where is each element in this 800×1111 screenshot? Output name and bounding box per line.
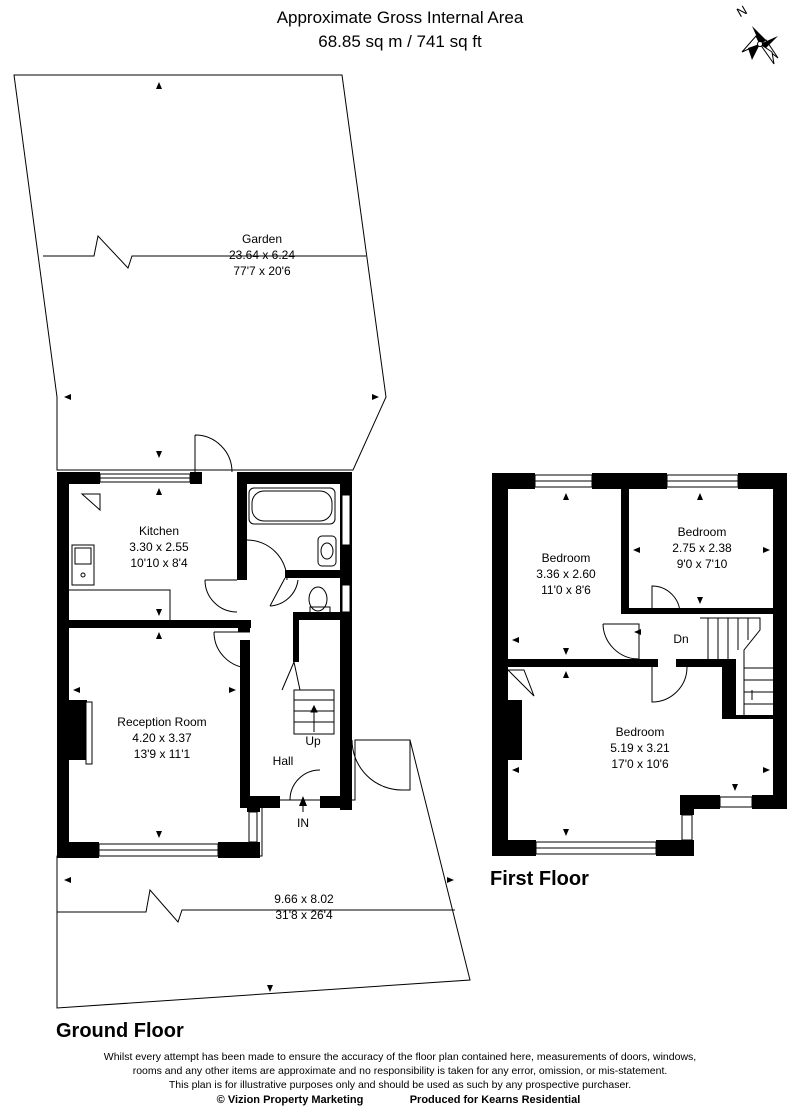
bedroom-main-name: Bedroom bbox=[616, 725, 665, 739]
first-floor-windows bbox=[534, 474, 753, 855]
front-garden-break-line bbox=[57, 888, 455, 923]
garden-rear-outline bbox=[13, 74, 387, 471]
bedroom-main-imperial: 17'0 x 10'6 bbox=[611, 757, 669, 771]
first-floor-title: First Floor bbox=[490, 868, 589, 890]
bathroom-fittings bbox=[248, 487, 337, 614]
bedroom-right-imperial: 9'0 x 7'10 bbox=[677, 557, 728, 571]
header-area: 68.85 sq m / 741 sq ft bbox=[318, 32, 482, 51]
bedroom-main-metric: 5.19 x 3.21 bbox=[610, 741, 670, 755]
credit-left: © Vizion Property Marketing bbox=[217, 1094, 364, 1106]
entrance-arrow-icon bbox=[299, 796, 307, 806]
reception-name: Reception Room bbox=[117, 715, 206, 729]
ground-floor-doors bbox=[80, 434, 411, 801]
disclaimer-line-2: rooms and any other items are approximat… bbox=[133, 1065, 668, 1077]
garden-front-metric: 9.66 x 8.02 bbox=[274, 892, 334, 906]
kitchen-fittings bbox=[69, 544, 171, 620]
ground-floor-windows bbox=[85, 473, 351, 857]
bedroom-right-name: Bedroom bbox=[678, 525, 727, 539]
bedroom-left-metric: 3.36 x 2.60 bbox=[536, 567, 596, 581]
compass-north-label: N bbox=[734, 2, 750, 20]
kitchen-metric: 3.30 x 2.55 bbox=[129, 540, 189, 554]
first-floor-walls bbox=[492, 473, 787, 856]
credit-right: Produced for Kearns Residential bbox=[410, 1094, 581, 1106]
hall-label: Hall bbox=[273, 754, 294, 768]
dimension-marker-icon bbox=[64, 877, 71, 883]
dimension-marker-icon bbox=[156, 451, 162, 458]
stairs-up bbox=[281, 660, 335, 735]
stairs-down-label: Dn bbox=[673, 632, 688, 646]
garden-rear-name: Garden bbox=[242, 232, 282, 246]
garden-break-line bbox=[43, 234, 366, 269]
entrance-label: IN bbox=[297, 816, 309, 830]
ground-floor-title: Ground Floor bbox=[56, 1020, 184, 1042]
reception-imperial: 13'9 x 11'1 bbox=[134, 747, 191, 761]
bedroom-left-imperial: 11'0 x 8'6 bbox=[541, 583, 591, 597]
disclaimer-line-1: Whilst every attempt has been made to en… bbox=[104, 1051, 696, 1063]
kitchen-imperial: 10'10 x 8'4 bbox=[130, 556, 188, 570]
ground-floor-walls bbox=[57, 472, 352, 858]
reception-metric: 4.20 x 3.37 bbox=[132, 731, 192, 745]
dimension-marker-icon bbox=[447, 877, 454, 883]
garden-rear-metric: 23.64 x 6.24 bbox=[229, 248, 295, 262]
room-dimension-markers bbox=[73, 488, 236, 838]
kitchen-name: Kitchen bbox=[139, 524, 179, 538]
header-title: Approximate Gross Internal Area bbox=[277, 8, 524, 27]
dimension-marker-icon bbox=[64, 394, 71, 400]
bedroom-right-metric: 2.75 x 2.38 bbox=[672, 541, 732, 555]
stairs-down bbox=[700, 617, 773, 715]
dimension-marker-icon bbox=[267, 985, 273, 992]
garden-front-imperial: 31'8 x 26'4 bbox=[275, 908, 333, 922]
garden-rear-imperial: 77'7 x 20'6 bbox=[233, 264, 291, 278]
first-floor-dimension-markers bbox=[512, 493, 770, 836]
dimension-marker-icon bbox=[156, 82, 162, 89]
first-floor-doors bbox=[506, 585, 688, 703]
stairs-up-label: Up bbox=[305, 734, 321, 748]
compass-rose-icon: N bbox=[734, 2, 779, 65]
garden-front-outline bbox=[56, 739, 471, 1009]
disclaimer-line-3: This plan is for illustrative purposes o… bbox=[169, 1079, 631, 1091]
bedroom-left-name: Bedroom bbox=[542, 551, 591, 565]
dimension-marker-icon bbox=[372, 394, 379, 400]
